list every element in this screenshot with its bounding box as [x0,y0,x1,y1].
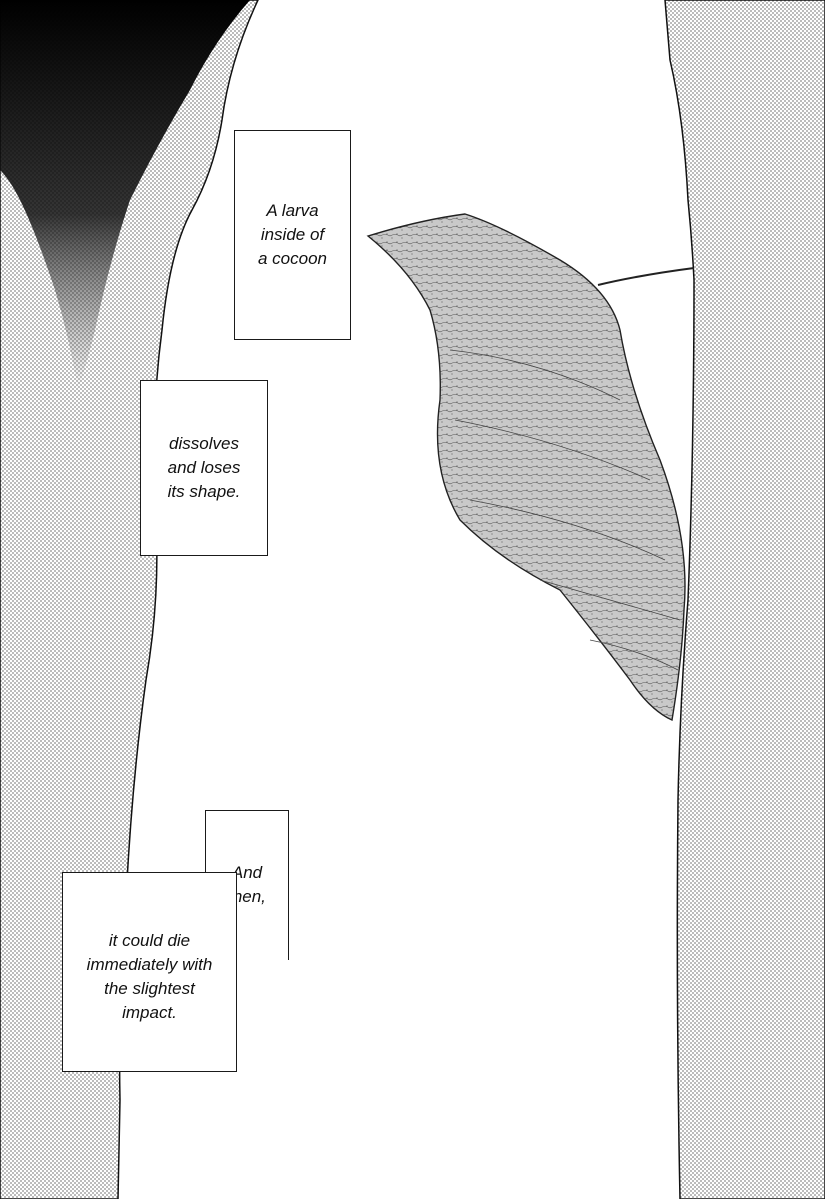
top-shadow [0,0,250,390]
caption-box-1: A larva inside of a cocoon [234,130,351,340]
caption-text-3a: And then, [228,863,266,906]
caption-text-2: dissolves and loses its shape. [167,434,241,501]
caption-text-3b: it could die immediately with the slight… [86,931,213,1022]
silk-thread [597,267,695,286]
caption-box-2: dissolves and loses its shape. [140,380,268,556]
cocoon [366,213,686,722]
caption-text-1: A larva inside of a cocoon [258,201,327,268]
caption-box-3-bottom: it could die immediately with the slight… [62,872,237,1072]
right-wall-tone [664,0,825,1199]
